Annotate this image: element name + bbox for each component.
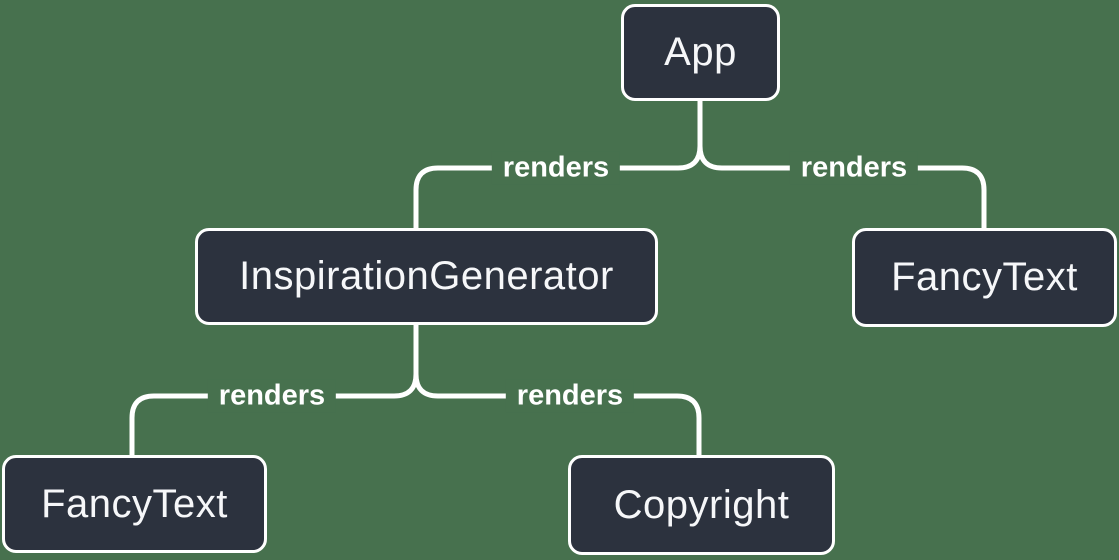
node-copyright-label: Copyright (613, 482, 790, 527)
node-inspiration-generator-label: InspirationGenerator (239, 254, 614, 298)
node-fancy-text-top: FancyText (852, 228, 1117, 327)
node-fancy-text-bottom-label: FancyText (41, 481, 228, 526)
node-fancy-text-bottom: FancyText (2, 455, 267, 553)
node-fancy-text-top-label: FancyText (891, 255, 1078, 299)
edge-label-renders-app-fancy-text: renders (789, 151, 919, 185)
edge-label-renders-inspiration-generator-fancy-text: renders (207, 379, 337, 413)
node-app-label: App (664, 30, 737, 74)
node-app: App (621, 4, 780, 101)
node-inspiration-generator: InspirationGenerator (195, 228, 658, 325)
edge-label-renders-app-inspiration-generator: renders (491, 151, 621, 185)
edge-label-renders-inspiration-generator-copyright: renders (505, 379, 635, 413)
node-copyright: Copyright (568, 455, 835, 555)
